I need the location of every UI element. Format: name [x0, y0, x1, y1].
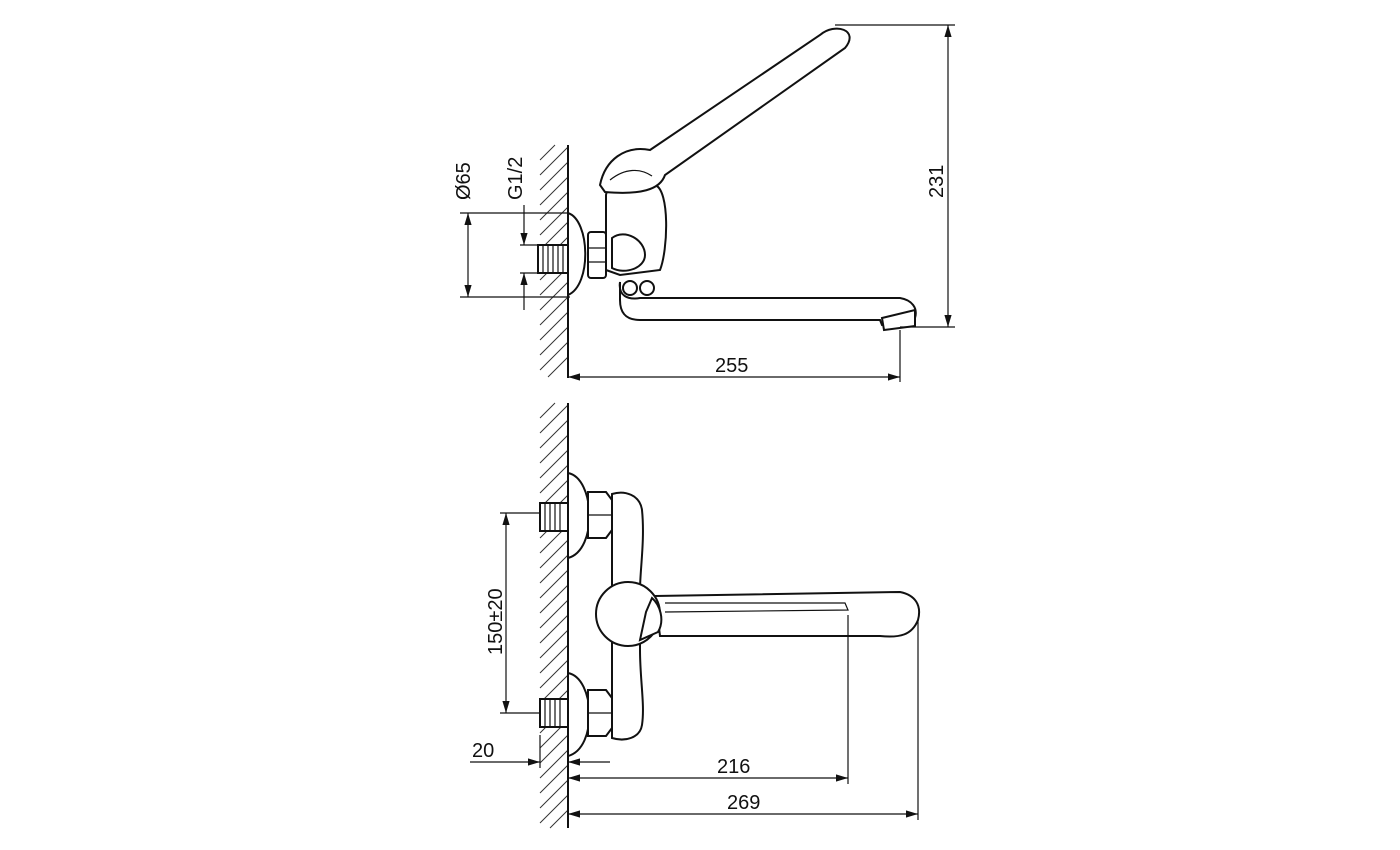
dim-label-offset: 20	[472, 740, 494, 762]
dim-label-spacing: 150±20	[485, 588, 507, 655]
lever-handle-side	[598, 27, 851, 194]
wall-rosette-upper	[567, 471, 591, 560]
mixer-outlet-side	[611, 233, 647, 272]
dim-label-spout-total: 269	[727, 792, 760, 814]
spout-front	[653, 590, 920, 638]
wall-hatch-top	[539, 144, 569, 378]
spout-swivel-b	[639, 280, 655, 296]
dim-label-diameter: Ø65	[453, 162, 475, 200]
lever-root-front	[638, 596, 663, 642]
spout-swivel-a	[622, 280, 638, 296]
wall-rosette-lower	[567, 671, 591, 758]
threaded-connector-lower	[539, 698, 569, 728]
wall-hatch-bottom	[539, 402, 569, 829]
wall-rosette-top	[567, 211, 587, 297]
side-view: Ø65 G1/2 231 255	[453, 24, 955, 382]
front-view: 150±20 20 216 269	[470, 402, 920, 829]
spout-side	[618, 281, 917, 327]
threaded-connector-upper	[539, 502, 569, 532]
aerator-side	[880, 308, 916, 332]
dim-label-thread: G1/2	[505, 157, 527, 200]
dim-label-reach: 255	[715, 355, 748, 377]
union-nut-top	[587, 231, 607, 279]
dim-label-height: 231	[926, 165, 948, 198]
dim-label-spout-inner: 216	[717, 756, 750, 778]
